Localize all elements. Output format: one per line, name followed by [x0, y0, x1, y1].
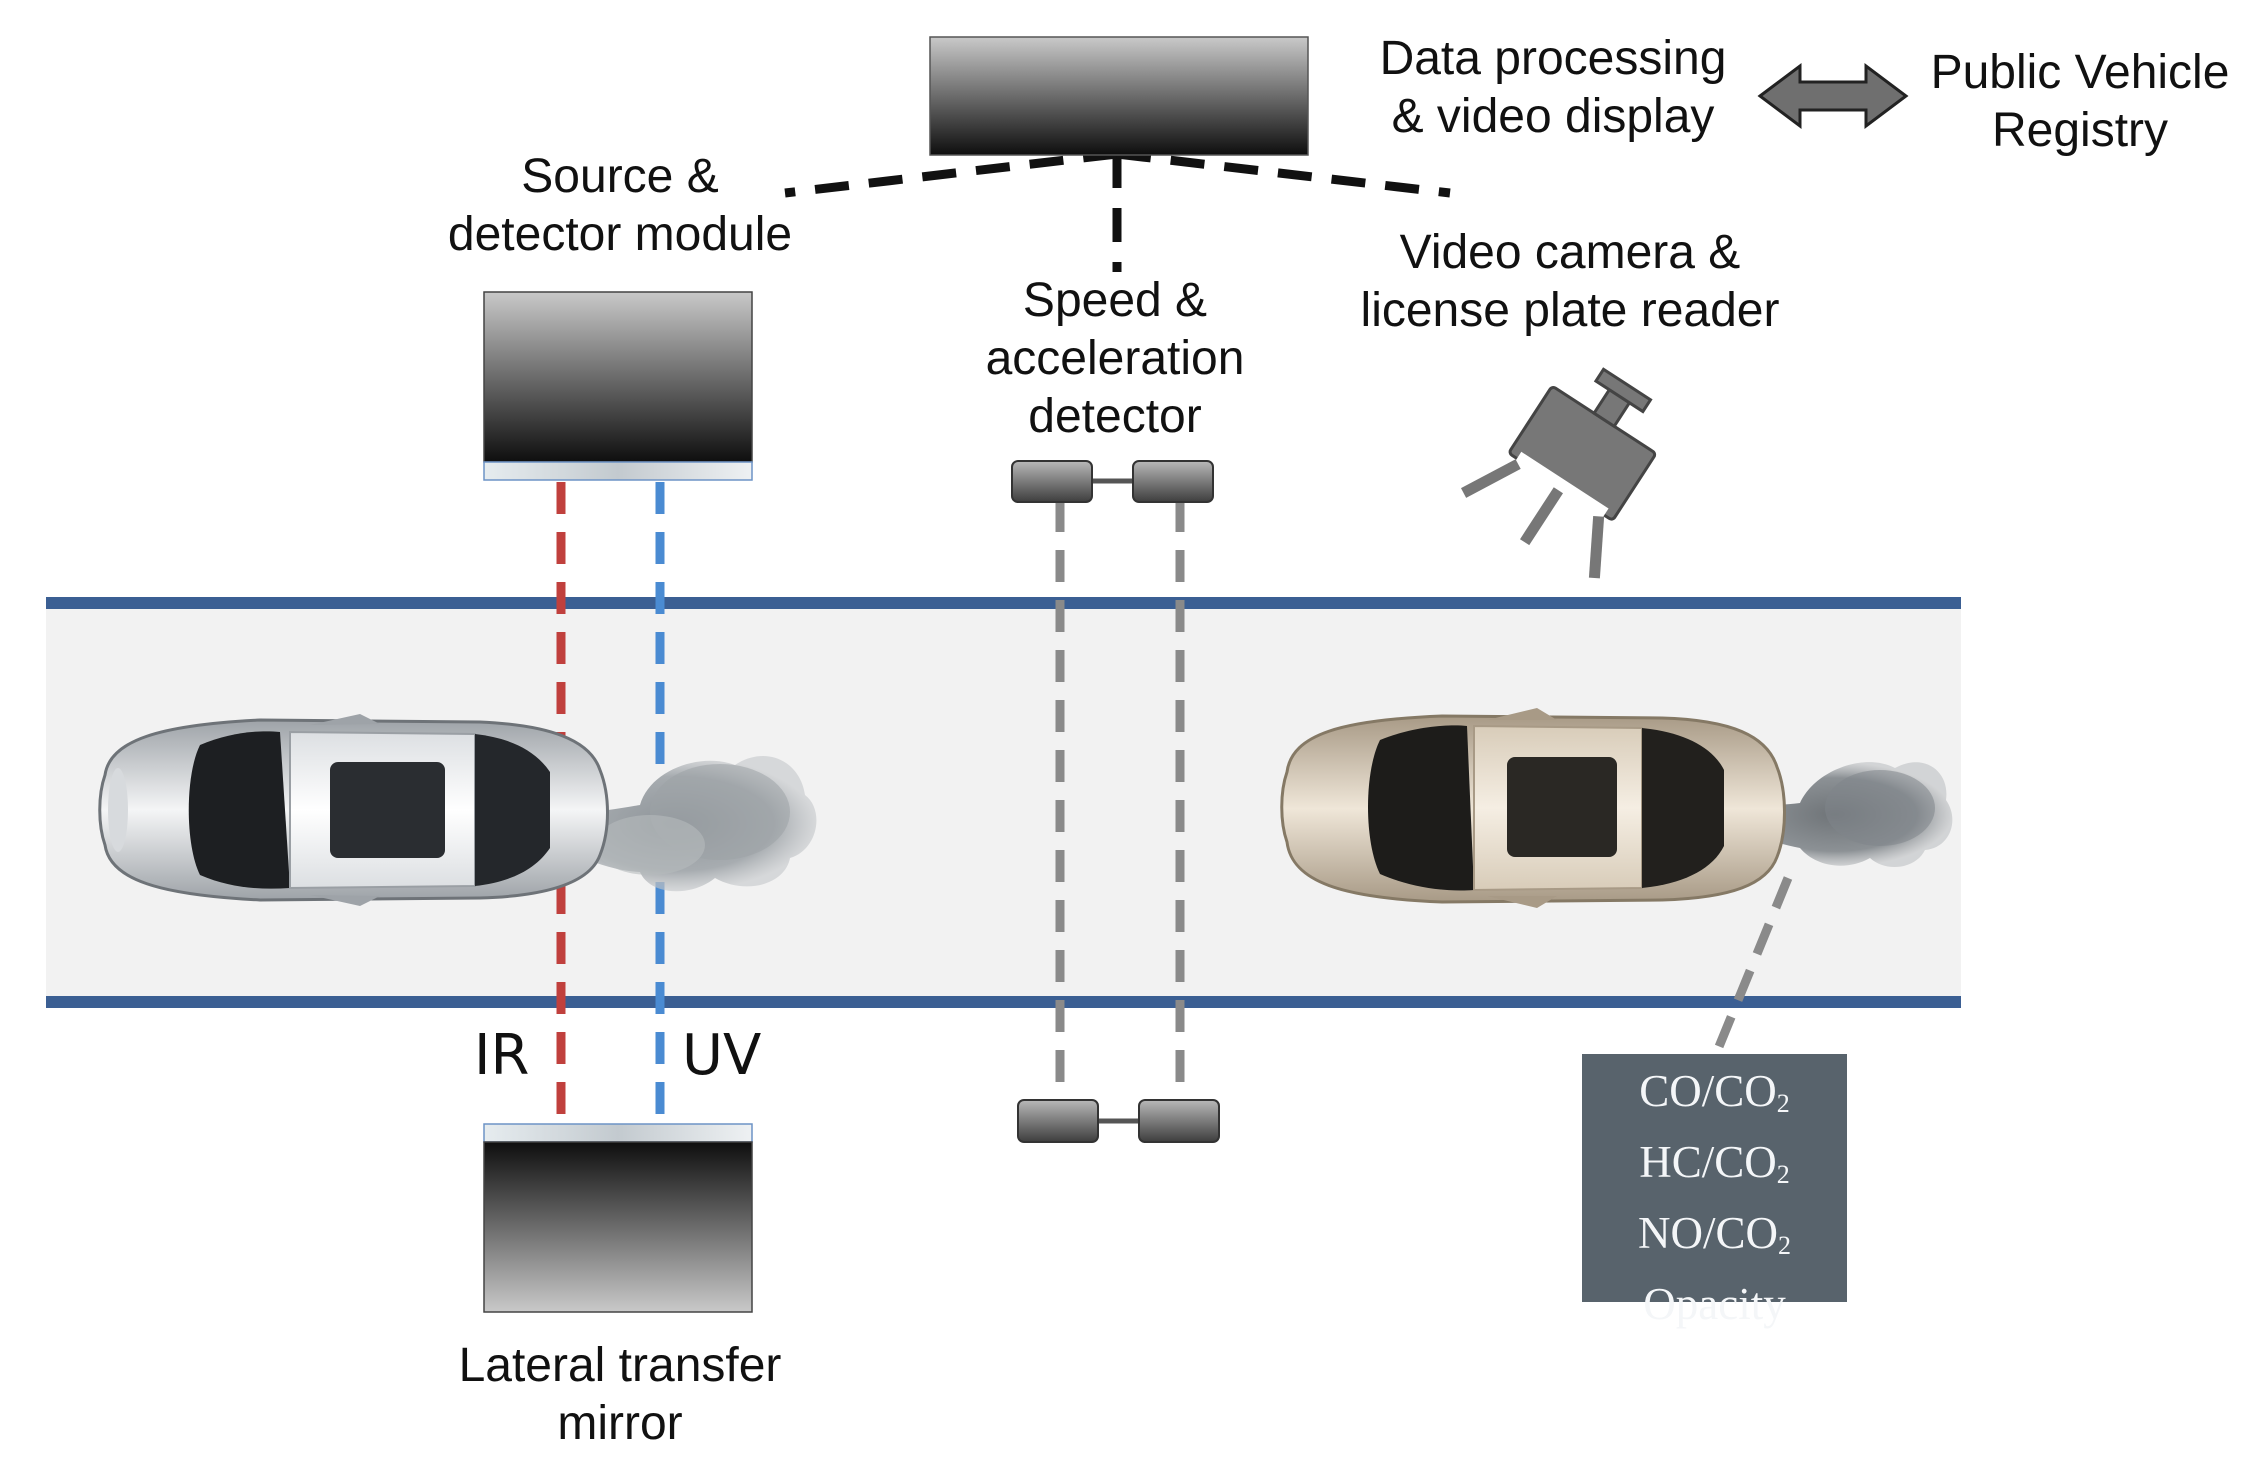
exhaust-plume-1 [535, 756, 817, 892]
bidirectional-arrow-icon [1757, 63, 1909, 129]
pollutant-item: CO/CO2 [1639, 1066, 1790, 1118]
pollutant-item: Opacity [1643, 1279, 1786, 1329]
speed-sensor-top [1011, 460, 1214, 503]
speed-detector [1011, 460, 1220, 1143]
pollutant-item: HC/CO2 [1639, 1137, 1790, 1189]
mirror-surface [483, 1123, 753, 1143]
speed-sensor-bottom [1017, 1099, 1220, 1143]
source-detector-label: Source & detector module [447, 150, 793, 261]
data-links [784, 149, 1451, 272]
detector-window [483, 461, 753, 481]
road-edge-bottom [46, 996, 1961, 1008]
data-processing-label: Data processing & video display [1379, 32, 1727, 143]
road-edge-top [46, 597, 1961, 609]
video-camera-icon [1460, 367, 1657, 579]
mirror-label: Lateral transfer mirror [458, 1339, 782, 1450]
pollutant-measurements-box: CO/CO2 HC/CO2 NO/CO2 Opacity [1582, 1054, 1847, 1329]
silver-car [98, 714, 609, 906]
uv-label: UV [682, 1023, 762, 1088]
registry-label: Public Vehicle Registry [1930, 46, 2230, 157]
plume-link [1711, 876, 1793, 1056]
pollutant-item: NO/CO2 [1637, 1208, 1791, 1260]
beige-car [1280, 708, 1786, 908]
ir-label: IR [474, 1023, 530, 1088]
source-detector-module [483, 291, 753, 481]
data-processing-unit [929, 36, 1309, 156]
speed-detector-label: Speed & acceleration detector [985, 274, 1245, 443]
lateral-transfer-mirror [483, 1123, 753, 1313]
video-camera-label: Video camera & license plate reader [1360, 226, 1780, 337]
